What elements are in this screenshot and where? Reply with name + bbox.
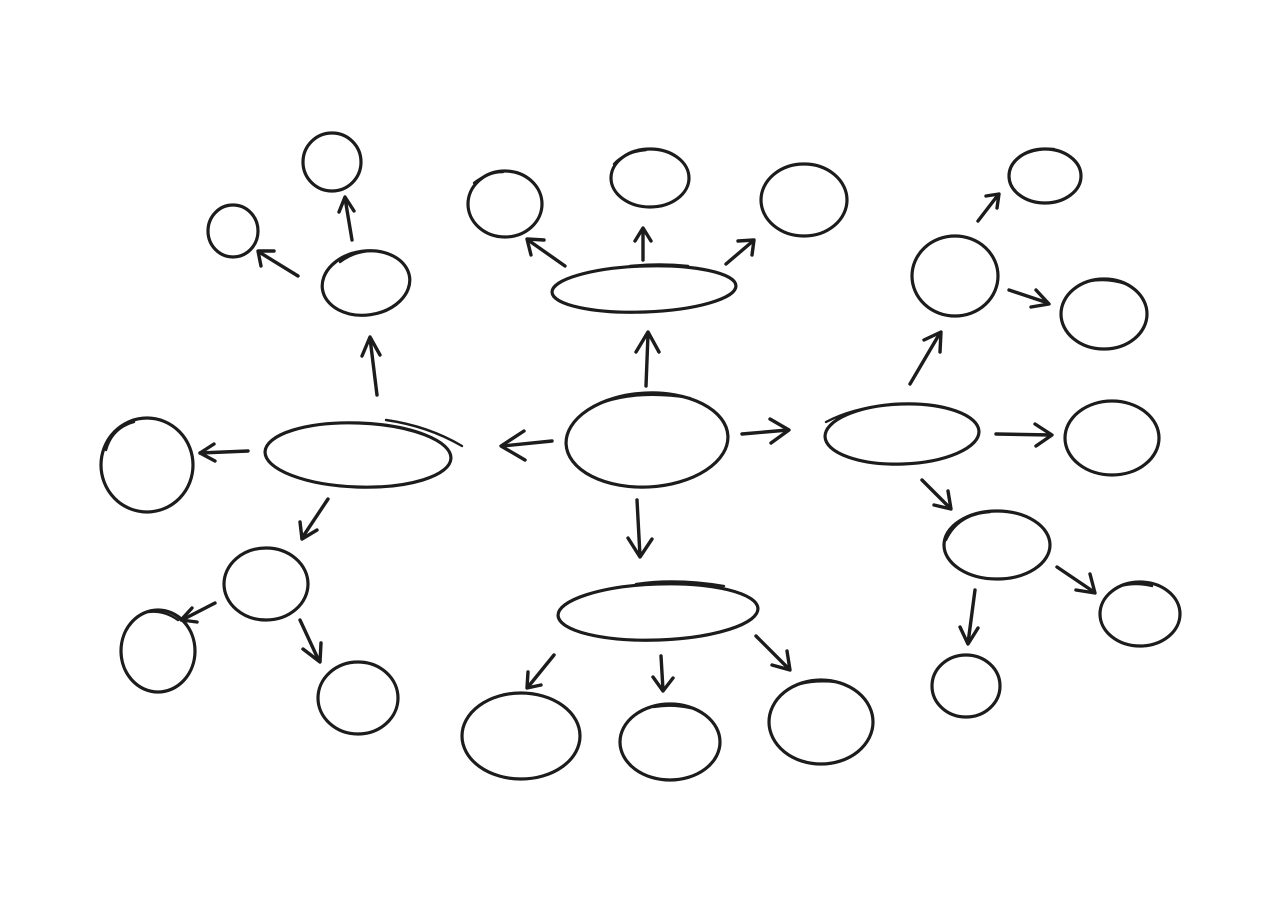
arrow-right-upper-to-leaf-side (1007, 288, 1051, 309)
node-right-branch (823, 402, 981, 466)
arrow-left-to-leaf-far (198, 442, 250, 463)
node-right-lower-leaf-bottom (930, 653, 1002, 719)
arrow-right-lower-to-leaf-bottom (958, 588, 980, 646)
node-left-branch (263, 418, 464, 489)
node-center (564, 391, 730, 489)
arrow-top-to-leaf-middle (633, 226, 653, 262)
node-bottom-leaf-right (767, 678, 875, 766)
node-right-upper-leaf-top (1007, 147, 1083, 205)
arrow-left-lower-to-leaf-right (298, 618, 323, 664)
arrow-left-lower-to-leaf-left (179, 601, 217, 624)
arrow-center-to-right (740, 417, 791, 445)
node-right-lower (942, 509, 1052, 581)
node-right-upper (910, 234, 1000, 318)
arrow-left-upper-to-leaf-side (256, 249, 300, 278)
arrow-bottom-to-leaf-middle (651, 654, 675, 693)
node-right-upper-leaf-side (1059, 277, 1149, 351)
node-top-branch (550, 263, 738, 314)
node-top-leaf-right (759, 162, 849, 238)
node-left-lower (222, 546, 310, 622)
connectors (179, 192, 1097, 693)
node-right-leaf-middle (1063, 399, 1161, 477)
arrow-top-to-leaf-right (724, 238, 756, 266)
node-left-upper-leaf-side (206, 203, 260, 259)
arrow-left-upper-to-leaf-top (337, 195, 356, 242)
arrow-center-to-bottom (626, 498, 654, 559)
node-bottom-branch (556, 580, 760, 642)
arrow-top-to-leaf-left (525, 237, 567, 268)
arrow-bottom-to-leaf-right (754, 634, 792, 672)
arrow-right-upper-to-leaf-top (976, 192, 1001, 223)
arrow-left-to-lower (298, 497, 330, 541)
node-right-lower-leaf-side (1098, 580, 1182, 648)
node-left-lower-leaf-left (119, 608, 197, 694)
arrow-right-to-upper (908, 330, 943, 386)
arrow-center-to-left (499, 429, 554, 462)
node-bottom-leaf-middle (618, 702, 722, 782)
arrow-right-to-leaf-middle (994, 422, 1054, 448)
arrow-right-to-lower (920, 478, 953, 511)
nodes (99, 131, 1182, 782)
arrow-right-lower-to-leaf-side (1055, 565, 1097, 595)
node-top-leaf-left (466, 169, 544, 239)
node-left-upper (320, 249, 412, 317)
node-bottom-leaf-left (460, 691, 582, 781)
node-left-leaf-far (99, 416, 195, 514)
node-top-leaf-middle (609, 147, 691, 209)
arrow-bottom-to-leaf-left (525, 653, 556, 690)
arrow-center-to-top (634, 330, 661, 388)
arrow-left-to-upper (360, 335, 382, 397)
node-left-lower-leaf-right (316, 660, 400, 736)
node-left-upper-leaf-top (301, 131, 363, 193)
